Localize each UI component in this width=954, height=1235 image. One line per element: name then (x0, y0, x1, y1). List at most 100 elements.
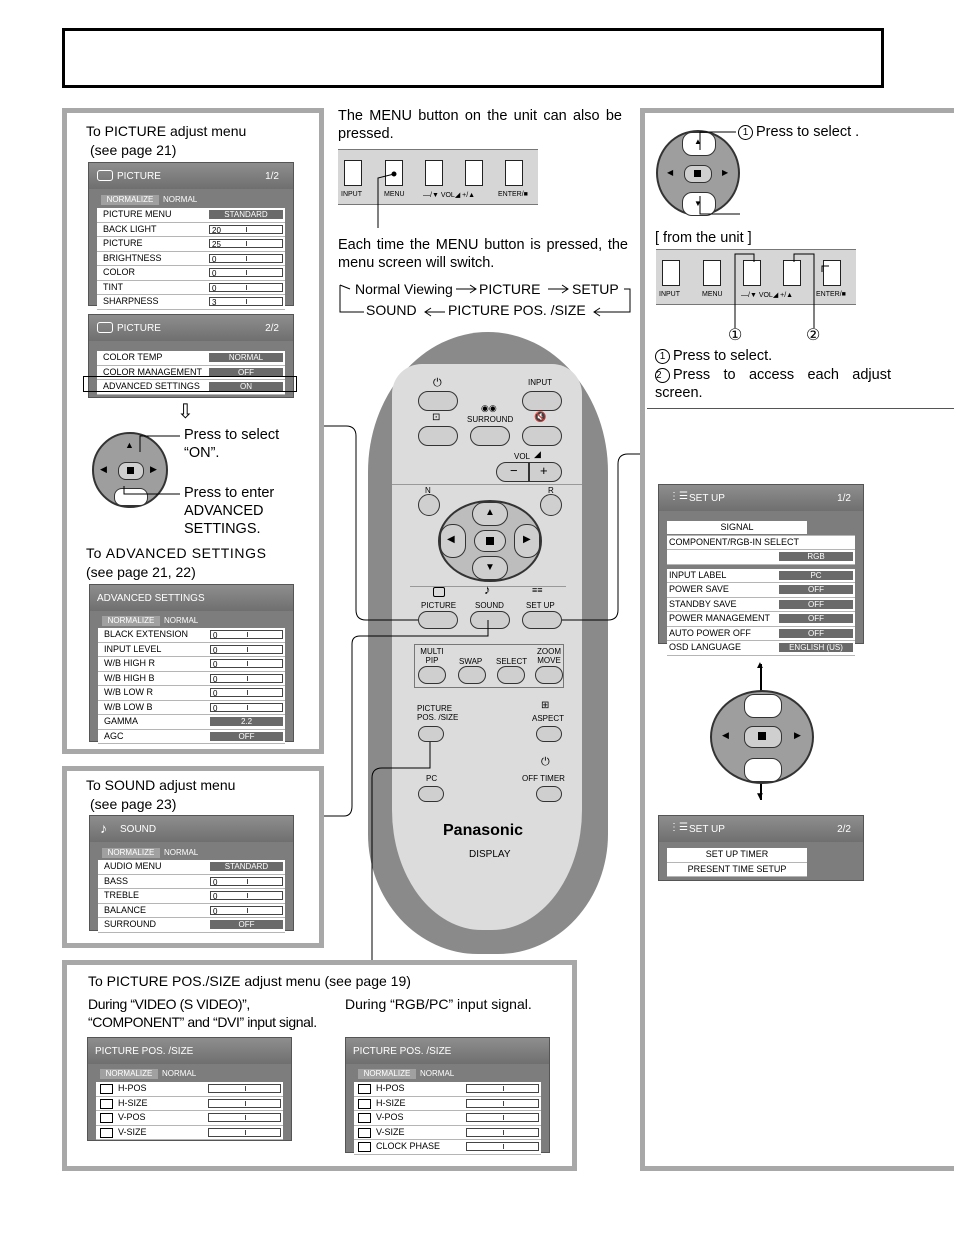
slider-bar[interactable] (208, 1098, 281, 1108)
input-button[interactable] (522, 391, 562, 411)
menu-row[interactable]: V-SIZE (354, 1126, 541, 1140)
arrow-up-icon[interactable]: ▲ (125, 440, 134, 450)
enter-icon[interactable] (684, 165, 712, 183)
normalize-button[interactable]: NORMALIZE (101, 195, 159, 205)
normalize-row[interactable]: NORMALIZE NORMAL (96, 1067, 286, 1081)
menu-row-value[interactable]: STANDARD (210, 862, 283, 871)
slider-bar[interactable]: 0 (209, 253, 283, 263)
slider-bar[interactable] (208, 1084, 281, 1093)
arrow-up-icon[interactable]: ▲ (682, 132, 716, 156)
arrow-left-icon[interactable]: ◀ (100, 464, 107, 474)
normalize-row[interactable]: NORMALIZE NORMAL (98, 614, 288, 628)
swap-button[interactable] (458, 666, 486, 684)
menu-row[interactable]: V-POS (354, 1111, 541, 1126)
menu-row-value[interactable]: OFF (779, 585, 853, 594)
menu-row-value[interactable]: OFF (210, 920, 283, 929)
menu-row-value[interactable]: OFF (210, 731, 283, 741)
normalize-row[interactable]: NORMALIZE NORMAL (354, 1067, 544, 1081)
arrow-down-icon[interactable] (744, 758, 782, 782)
zoom-move-button[interactable] (535, 666, 563, 684)
slider-bar[interactable] (208, 1113, 281, 1122)
select-button[interactable] (497, 666, 525, 684)
slider-bar[interactable]: 0 (210, 673, 283, 683)
signal-row[interactable]: SIGNAL (667, 521, 855, 536)
dpad-setup-bottom[interactable]: ◀ ▶ (710, 690, 814, 784)
normalize-button[interactable]: NORMALIZE (358, 1069, 416, 1079)
menu-row-value[interactable]: OFF (779, 614, 853, 623)
menu-row-value[interactable]: 2.2 (210, 717, 283, 726)
unit-vol-up-key[interactable] (465, 160, 483, 186)
slider-bar[interactable]: 0 (209, 268, 283, 278)
arrow-down-icon[interactable] (114, 488, 148, 506)
slider-bar[interactable]: 0 (210, 644, 283, 654)
aspect-button[interactable] (536, 726, 562, 742)
arrow-left-icon[interactable]: ◀ (667, 168, 674, 177)
vol-plus-label[interactable]: + (540, 463, 548, 478)
slider-bar[interactable]: 0 (210, 905, 283, 915)
power-button[interactable] (418, 391, 458, 411)
setup-button[interactable] (522, 611, 562, 629)
menu-row[interactable]: H-POS (354, 1082, 541, 1097)
remote-dpad-right[interactable] (514, 524, 540, 558)
menu-row[interactable]: H-SIZE (96, 1097, 283, 1111)
pc-button[interactable] (418, 786, 444, 802)
recall-button[interactable] (418, 426, 458, 446)
enter-icon[interactable] (744, 726, 782, 748)
picture-button[interactable] (418, 611, 458, 629)
dpad-setup-top[interactable]: ▲ ◀ ▶ ▼ (656, 130, 740, 216)
picture-possize-button[interactable] (418, 726, 444, 742)
menu-row-value[interactable]: PC (779, 570, 853, 580)
n-button[interactable] (418, 494, 440, 516)
off-timer-button[interactable] (536, 786, 562, 802)
slider-bar[interactable]: 0 (210, 630, 283, 640)
slider-bar[interactable]: 0 (209, 282, 283, 292)
normalize-button[interactable]: NORMALIZE (102, 616, 160, 626)
enter-icon[interactable] (118, 462, 144, 480)
dpad-small[interactable]: ▲ ◀ ▶ (92, 432, 168, 508)
menu-row-value[interactable]: OFF (209, 367, 283, 377)
menu-row-value[interactable]: ON (209, 382, 283, 391)
menu-row-value[interactable]: STANDARD (209, 210, 283, 219)
slider-bar[interactable] (208, 1127, 281, 1137)
sound-button[interactable] (470, 611, 510, 629)
unit-input-key[interactable] (344, 160, 362, 186)
menu-row-value[interactable]: NORMAL (209, 353, 283, 362)
remote-dpad-down[interactable] (472, 556, 508, 580)
arrow-up-icon[interactable] (744, 694, 782, 718)
surround-button[interactable] (470, 426, 510, 446)
unit-vol-down-key[interactable] (743, 260, 761, 286)
slider-bar[interactable]: 0 (210, 876, 283, 886)
menu-row[interactable]: SET UP TIMER (667, 848, 807, 863)
slider-bar[interactable]: 0 (210, 659, 283, 669)
signal-button[interactable]: SIGNAL (667, 521, 807, 534)
slider-bar[interactable]: 25 (209, 239, 283, 249)
slider-bar[interactable] (466, 1084, 539, 1093)
menu-row[interactable]: V-POS (96, 1111, 283, 1126)
menu-row[interactable]: PRESENT TIME SETUP (667, 863, 807, 877)
menu-row-value[interactable]: OFF (779, 628, 853, 638)
unit-input-key[interactable] (662, 260, 680, 286)
arrow-right-icon[interactable]: ▶ (722, 168, 729, 177)
